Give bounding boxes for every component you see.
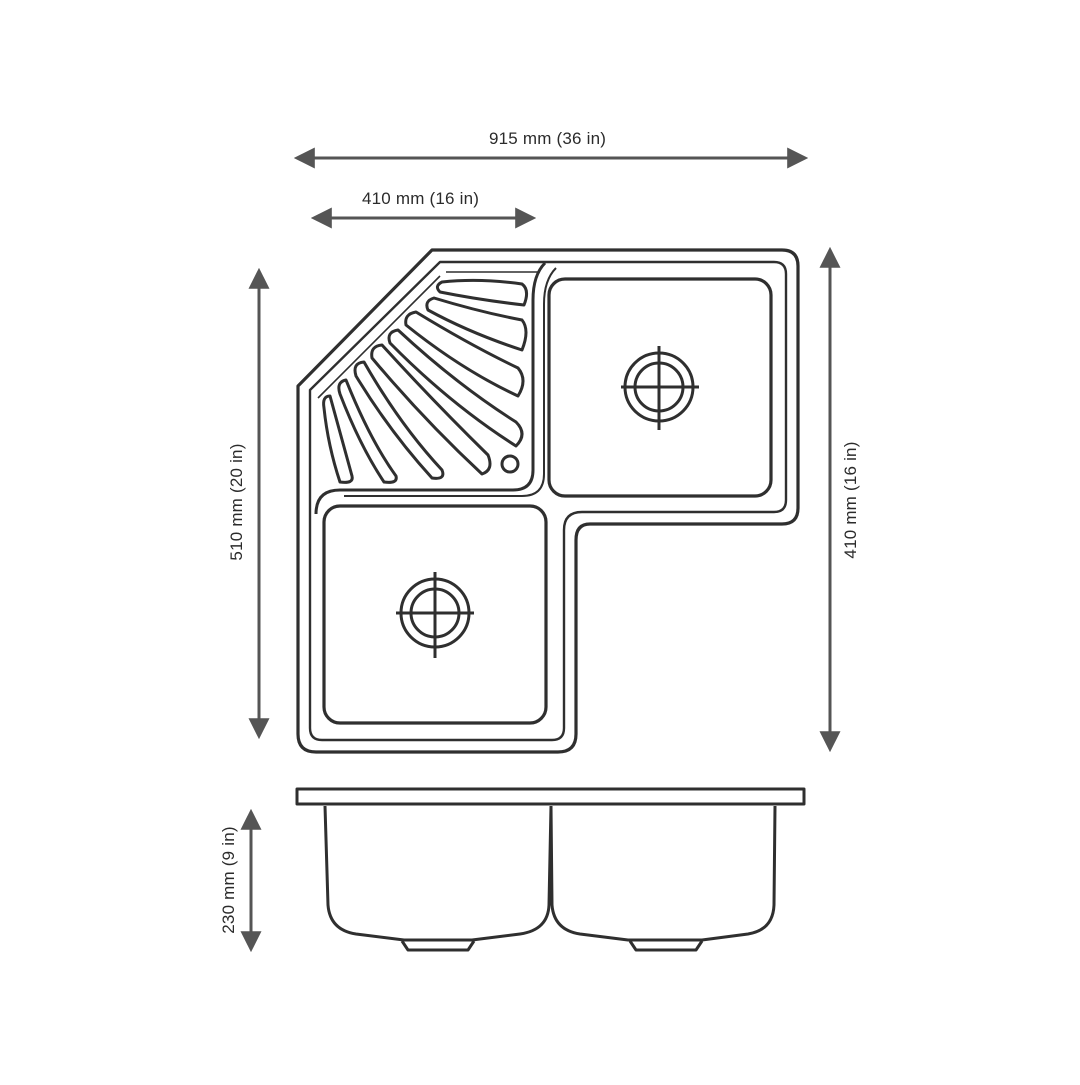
- right-bowl: [547, 277, 773, 498]
- side-left-bowl: [323, 805, 553, 942]
- groove: [404, 310, 525, 398]
- groove: [425, 296, 528, 352]
- overall-width-label: 915 mm (36 in): [489, 129, 607, 148]
- left-bowl: [322, 504, 548, 725]
- side-top-rim: [295, 787, 806, 806]
- bowl-width-label: 410 mm (16 in): [362, 189, 480, 208]
- sink-inner-rim: [308, 260, 788, 742]
- dimension-arrows: [240, 147, 841, 953]
- drainboard-edge: [314, 261, 547, 515]
- groove: [435, 278, 529, 307]
- sink-side-view: [295, 787, 806, 952]
- drainboard-grooves: [322, 278, 529, 484]
- groove: [322, 394, 354, 484]
- groove: [337, 378, 398, 484]
- sink-top-view: [296, 248, 800, 754]
- left-drain: [396, 572, 474, 658]
- bowl-height-label: 230 mm (9 in): [219, 826, 238, 934]
- drainboard-edge-inner: [344, 267, 557, 497]
- side-right-bowl: [549, 805, 777, 942]
- side-left-drain: [400, 940, 476, 952]
- side-depth-label: 410 mm (16 in): [841, 441, 860, 559]
- groove: [370, 343, 492, 476]
- sink-outer-rim: [296, 248, 800, 754]
- overall-depth-label: 510 mm (20 in): [227, 443, 246, 561]
- sink-rim-groove: [317, 271, 540, 399]
- overflow-hole: [500, 454, 520, 474]
- side-right-drain: [628, 940, 704, 952]
- groove: [387, 328, 524, 448]
- groove: [353, 360, 445, 480]
- right-drain: [621, 346, 699, 430]
